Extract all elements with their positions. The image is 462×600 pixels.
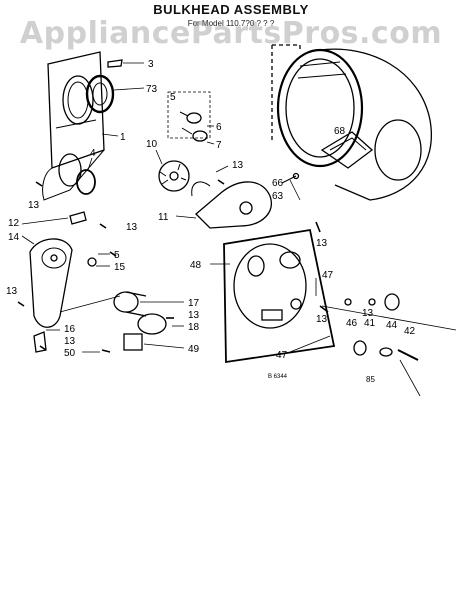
callout-63: 63 xyxy=(272,191,284,202)
callout-16: 16 xyxy=(64,324,76,335)
callout-13: 13 xyxy=(316,238,328,249)
callout-47: 47 xyxy=(322,270,334,281)
gasket xyxy=(85,74,115,114)
callout-6: 6 xyxy=(216,122,222,133)
callout-10: 10 xyxy=(146,139,158,150)
callout-17: 17 xyxy=(188,298,200,309)
drum xyxy=(271,44,432,201)
callout-48: 48 xyxy=(190,260,202,271)
callout-13: 13 xyxy=(6,286,18,297)
site-watermark: AppliancePartsPros.com xyxy=(19,16,443,51)
callout-42: 42 xyxy=(404,326,416,337)
callout-14: 14 xyxy=(8,232,20,243)
pulley-hardware xyxy=(167,91,211,142)
front-panel xyxy=(42,51,105,201)
callout-49: 49 xyxy=(188,344,200,355)
callout-73: 73 xyxy=(146,84,158,95)
switch-block xyxy=(123,333,143,351)
rear-hardware-chain xyxy=(321,293,457,397)
callout-13: 13 xyxy=(362,308,374,319)
model-subtitle: For Model 110.7?0 ? ? ? xyxy=(187,19,275,28)
callout-13: 13 xyxy=(126,222,138,233)
callout-11: 11 xyxy=(158,212,169,223)
callout-13: 13 xyxy=(28,200,40,211)
callout-13: 13 xyxy=(232,160,244,171)
seal-ring xyxy=(76,169,96,195)
callout-47: 47 xyxy=(276,350,288,361)
callout-66: 66 xyxy=(272,178,284,189)
page-number: 85 xyxy=(366,375,375,384)
callout-50: 50 xyxy=(64,348,76,359)
callout-4: 4 xyxy=(90,148,96,159)
callout-12: 12 xyxy=(8,218,20,229)
motor-housing xyxy=(113,291,167,335)
callout-3: 3 xyxy=(148,59,154,70)
blower-housing xyxy=(191,181,272,229)
callout-15: 15 xyxy=(114,262,126,273)
callout-13: 13 xyxy=(188,310,200,321)
clip xyxy=(107,59,123,68)
blower-wheel xyxy=(158,160,190,192)
leader-lines xyxy=(21,62,331,353)
callout-41: 41 xyxy=(364,318,376,329)
callout-44: 44 xyxy=(386,320,398,331)
clamp xyxy=(69,211,87,225)
callout-68: 68 xyxy=(334,126,346,137)
callout-5: 5 xyxy=(170,92,176,103)
callout-18: 18 xyxy=(188,322,200,333)
callout-13: 13 xyxy=(64,336,76,347)
page-title: BULKHEAD ASSEMBLY xyxy=(153,2,309,17)
callout-5: 5 xyxy=(114,250,120,261)
drawing-code: B 6344 xyxy=(268,374,288,380)
callout-46: 46 xyxy=(346,318,358,329)
callout-1: 1 xyxy=(120,132,126,143)
rear-bulkhead xyxy=(223,228,336,364)
callout-7: 7 xyxy=(216,140,222,151)
screws xyxy=(17,179,329,353)
grommet xyxy=(87,257,97,267)
callout-13: 13 xyxy=(316,314,328,325)
exhaust-duct xyxy=(29,238,73,328)
